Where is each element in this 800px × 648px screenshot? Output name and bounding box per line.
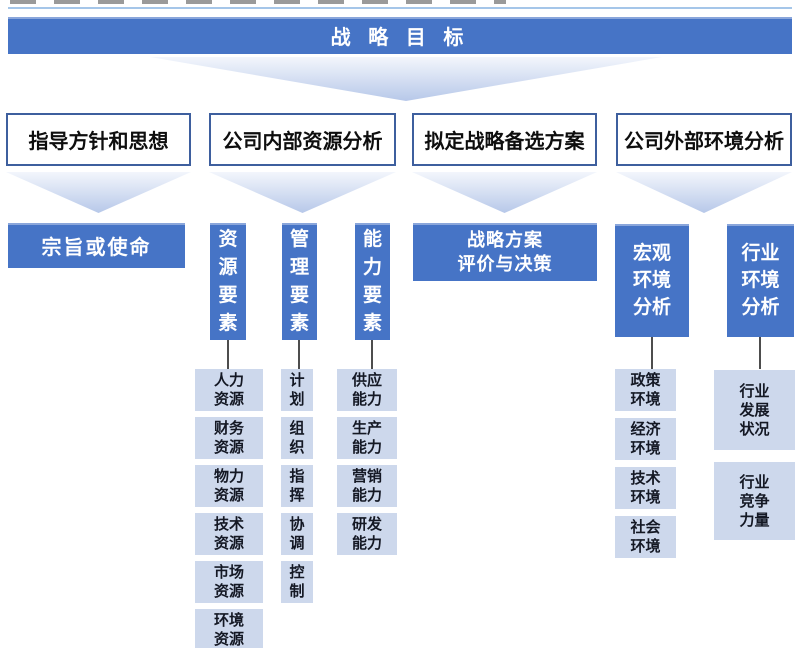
- node-draft-strategy-alternatives: 拟定战略备选方案: [412, 113, 597, 166]
- connector-line: [298, 340, 300, 369]
- arrow-down-icon: [616, 172, 792, 213]
- list-item-industry-development: 行业 发展 状况: [714, 370, 795, 450]
- arrow-down-icon: [6, 172, 191, 213]
- connector-line: [227, 340, 229, 369]
- list-item-social-environment: 社会 环境: [615, 516, 676, 558]
- node-capability-factor: 能 力 要 素: [355, 223, 390, 340]
- list-item-technology-environment: 技术 环境: [615, 467, 676, 509]
- list-item-planning: 计 划: [281, 369, 313, 411]
- list-item-organizing: 组 织: [281, 417, 313, 459]
- list-item-material-resource: 物力 资源: [195, 465, 263, 507]
- node-resource-factor: 资 源 要 素: [210, 223, 246, 340]
- connector-line: [651, 337, 653, 369]
- node-macro-environment-analysis: 宏观 环境 分析: [615, 224, 689, 337]
- list-item-marketing-capability: 营销 能力: [337, 465, 397, 507]
- arrow-down-icon: [150, 57, 662, 101]
- connector-line: [371, 340, 373, 369]
- node-internal-resource-analysis: 公司内部资源分析: [209, 113, 396, 166]
- list-item-policy-environment: 政策 环境: [615, 369, 676, 411]
- list-item-controlling: 控 制: [281, 561, 313, 603]
- list-item-production-capability: 生产 能力: [337, 417, 397, 459]
- list-item-commanding: 指 挥: [281, 465, 313, 507]
- node-industry-environment-analysis: 行业 环境 分析: [727, 224, 794, 337]
- strategic-goal-banner: 战 略 目 标: [8, 17, 792, 54]
- list-item-rnd-capability: 研发 能力: [337, 513, 397, 555]
- list-item-technical-resource: 技术 资源: [195, 513, 263, 555]
- node-strategy-evaluation-decision: 战略方案 评价与决策: [413, 223, 597, 281]
- list-item-market-resource: 市场 资源: [195, 561, 263, 603]
- list-item-supply-capability: 供应 能力: [337, 369, 397, 411]
- cropped-text-fragments: [10, 0, 506, 4]
- list-item-human-resource: 人力 资源: [195, 369, 263, 411]
- node-management-factor: 管 理 要 素: [282, 223, 317, 340]
- node-external-environment-analysis: 公司外部环境分析: [616, 113, 792, 166]
- list-item-economic-environment: 经济 环境: [615, 418, 676, 460]
- arrow-down-icon: [209, 172, 396, 213]
- list-item-coordinating: 协 调: [281, 513, 313, 555]
- list-item-environment-resource: 环境 资源: [195, 609, 263, 648]
- arrow-down-icon: [412, 172, 597, 213]
- node-guiding-principles: 指导方针和思想: [6, 113, 191, 166]
- list-item-industry-competition: 行业 竞争 力量: [714, 462, 795, 540]
- list-item-financial-resource: 财务 资源: [195, 417, 263, 459]
- connector-line: [759, 337, 761, 369]
- top-hairline: [8, 7, 792, 9]
- node-mission: 宗旨或使命: [8, 223, 185, 268]
